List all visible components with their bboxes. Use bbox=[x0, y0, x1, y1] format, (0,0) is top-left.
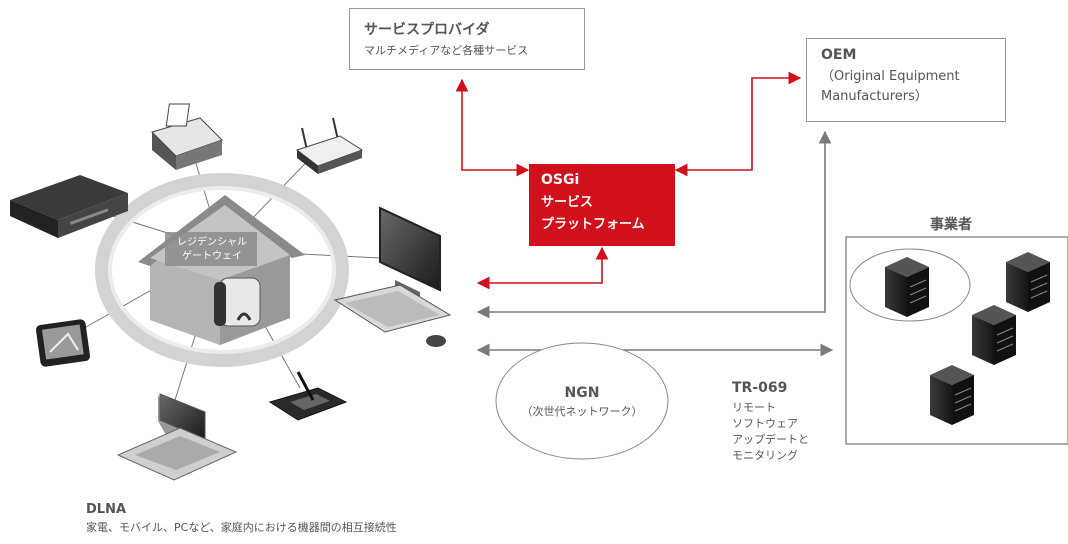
ngn-title: NGN bbox=[564, 385, 600, 401]
oem-home-connector bbox=[476, 130, 832, 319]
tr069-line: ソフトウェア bbox=[732, 417, 798, 430]
ngn-cloud bbox=[495, 342, 669, 460]
car-navigation-device bbox=[35, 319, 91, 367]
osgi-home-connector bbox=[476, 246, 609, 290]
desktop-pc-device bbox=[333, 206, 452, 347]
home-network-ring bbox=[95, 173, 349, 367]
dlna-label: DLNA 家電、モバイル、PCなど、家庭内における機器間の相互接続性 bbox=[86, 502, 397, 535]
printer-device bbox=[151, 103, 223, 170]
osgi-service-label: サービス bbox=[541, 195, 594, 210]
gateway-label-line1: レジデンシャル bbox=[177, 237, 247, 248]
service-provider-title: サービスプロバイダ bbox=[364, 22, 490, 38]
pen-tablet-device bbox=[268, 371, 348, 421]
server-icon bbox=[885, 257, 929, 317]
osgi-platform-label: プラットフォーム bbox=[541, 217, 645, 232]
operator-title: 事業者 bbox=[930, 217, 972, 233]
ngn-label: NGN （次世代ネットワーク） bbox=[496, 385, 668, 419]
tr069-line: アップデートと bbox=[732, 433, 809, 446]
osgi-label: OSGi bbox=[541, 172, 580, 188]
osgi-platform-box: OSGi サービス プラットフォーム bbox=[529, 164, 675, 246]
oem-line1: （Original Equipment bbox=[821, 69, 960, 84]
residential-gateway-house bbox=[138, 195, 305, 345]
ngn-subtitle: （次世代ネットワーク） bbox=[521, 405, 643, 418]
server-icon bbox=[972, 305, 1016, 365]
tr069-line: リモート bbox=[732, 401, 776, 414]
provider-osgi-connector bbox=[455, 78, 530, 177]
tr069-title: TR-069 bbox=[732, 380, 788, 396]
service-provider-box: サービスプロバイダ マルチメディアなど各種サービス bbox=[349, 8, 585, 70]
dlna-title: DLNA bbox=[86, 502, 127, 517]
server-icon bbox=[930, 365, 974, 425]
oem-title: OEM bbox=[821, 47, 857, 63]
dlna-description: 家電、モバイル、PCなど、家庭内における機器間の相互接続性 bbox=[86, 521, 397, 534]
set-top-box-device bbox=[10, 175, 128, 238]
gateway-label-line2: ゲートウェイ bbox=[182, 251, 242, 262]
tr069-line: モニタリング bbox=[732, 449, 798, 462]
osgi-oem-connector bbox=[674, 71, 802, 177]
router-device bbox=[295, 117, 364, 174]
server-icons bbox=[885, 252, 1050, 425]
oem-line2: Manufacturers） bbox=[821, 89, 928, 104]
oem-box: OEM （Original Equipment Manufacturers） bbox=[806, 38, 1006, 122]
server-icon bbox=[1006, 252, 1050, 312]
tr069-label: TR-069 リモート ソフトウェア アップデートと モニタリング bbox=[732, 380, 809, 464]
gateway-label: レジデンシャル ゲートウェイ bbox=[168, 236, 256, 264]
laptop-device bbox=[116, 393, 238, 481]
service-provider-subtitle: マルチメディアなど各種サービス bbox=[364, 44, 529, 57]
